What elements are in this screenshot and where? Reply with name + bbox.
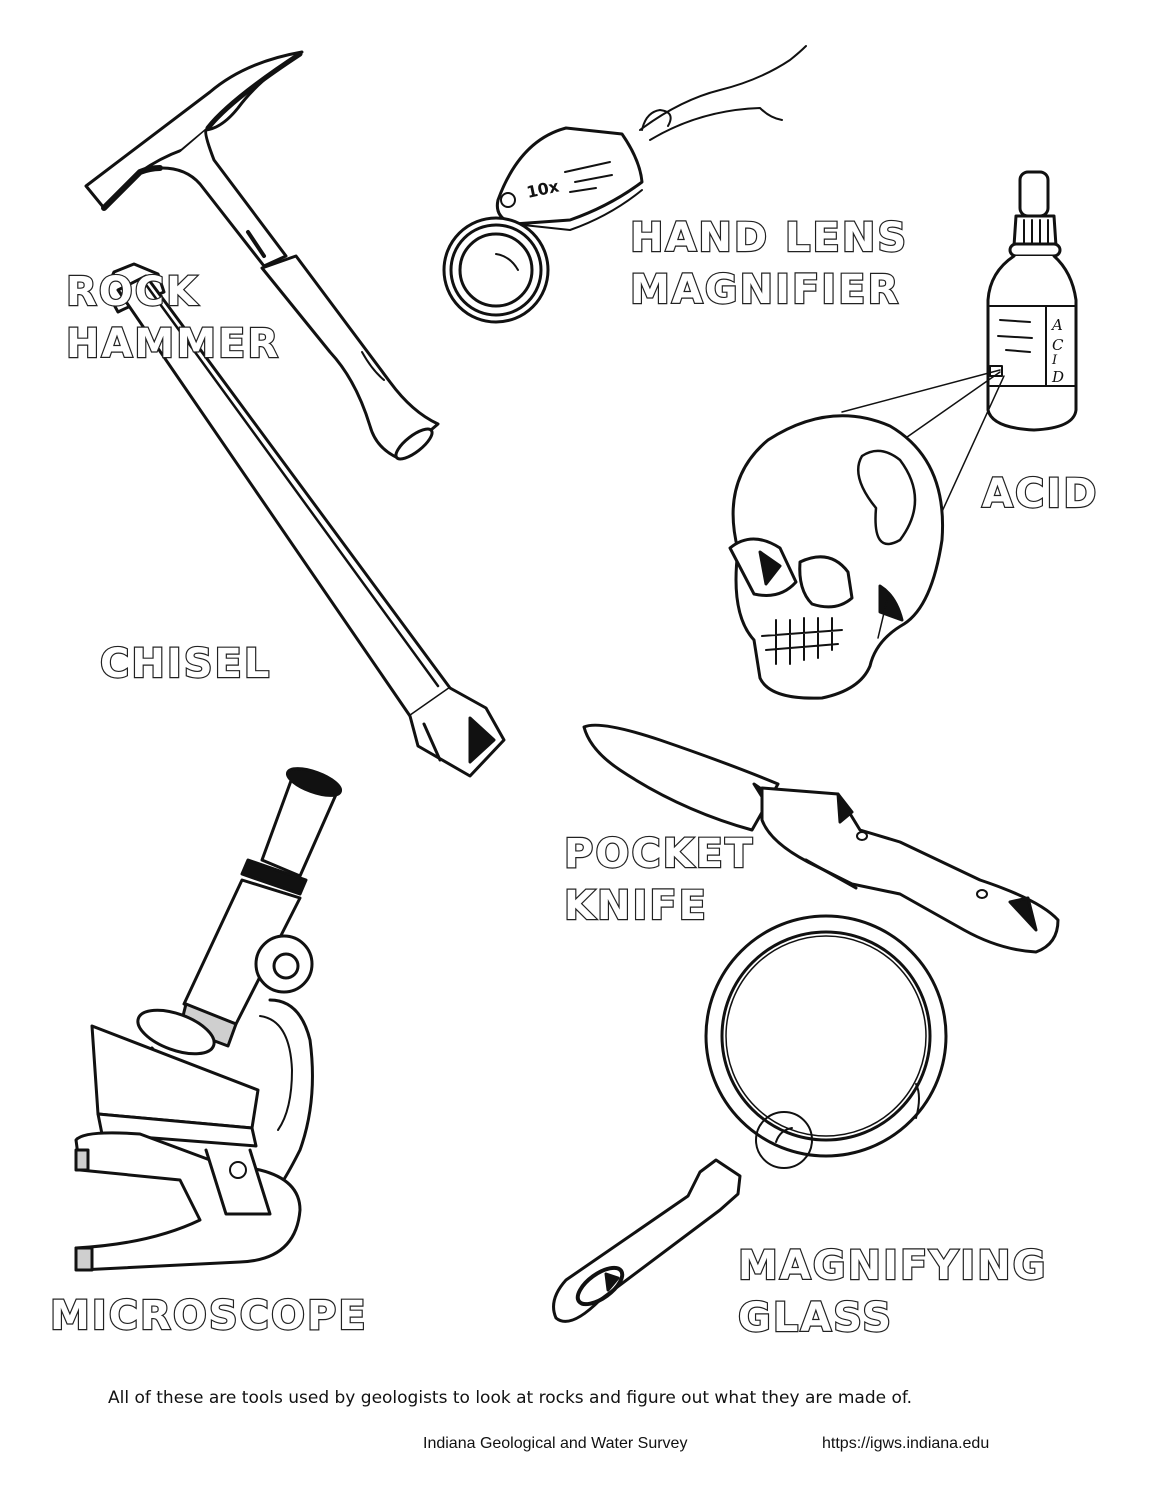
- hand-lens-label-line1: HAND LENS: [629, 214, 909, 262]
- magnifying-glass-label: MAGNIFYING GLASS: [737, 1240, 1048, 1344]
- magnifying-glass-label-line1: MAGNIFYING: [737, 1242, 1048, 1290]
- pocket-knife-label-line1: POCKET: [563, 830, 755, 878]
- magnifying-glass-illustration: [552, 914, 948, 1323]
- rock-hammer-label-line2: HAMMER: [65, 320, 281, 368]
- footer-organization: Indiana Geological and Water Survey: [423, 1435, 688, 1452]
- footer-url-link[interactable]: https://igws.indiana.edu: [822, 1435, 990, 1452]
- chisel-illustration: [104, 262, 506, 778]
- rock-hammer-label-line1: ROCK: [65, 268, 200, 316]
- acid-label: ACID: [981, 468, 1099, 520]
- rock-hammer-label: ROCK HAMMER: [65, 266, 281, 370]
- rock-hammer-illustration: [84, 50, 440, 461]
- chisel-label: CHISEL: [99, 638, 272, 690]
- microscope-label: MICROSCOPE: [49, 1290, 368, 1342]
- chisel-label-text: CHISEL: [99, 640, 272, 688]
- svg-text:D: D: [1051, 368, 1064, 386]
- svg-text:C: C: [1052, 336, 1064, 354]
- pocket-knife-label: POCKET KNIFE: [563, 828, 755, 932]
- acid-label-text: ACID: [981, 470, 1099, 518]
- svg-text:A: A: [1050, 316, 1063, 334]
- svg-text:I: I: [1051, 353, 1058, 368]
- magnifying-glass-label-line2: GLASS: [737, 1294, 894, 1342]
- hand-lens-label: HAND LENS MAGNIFIER: [629, 212, 909, 316]
- pocket-knife-illustration: [582, 723, 1060, 954]
- caption-text: All of these are tools used by geologist…: [108, 1388, 913, 1408]
- skull-illustration: [728, 414, 945, 700]
- microscope-illustration: [74, 767, 343, 1272]
- pocket-knife-label-line2: KNIFE: [563, 882, 709, 930]
- hand-lens-illustration: 10x: [442, 45, 807, 324]
- hand-lens-label-line2: MAGNIFIER: [629, 266, 901, 314]
- microscope-label-text: MICROSCOPE: [49, 1292, 368, 1340]
